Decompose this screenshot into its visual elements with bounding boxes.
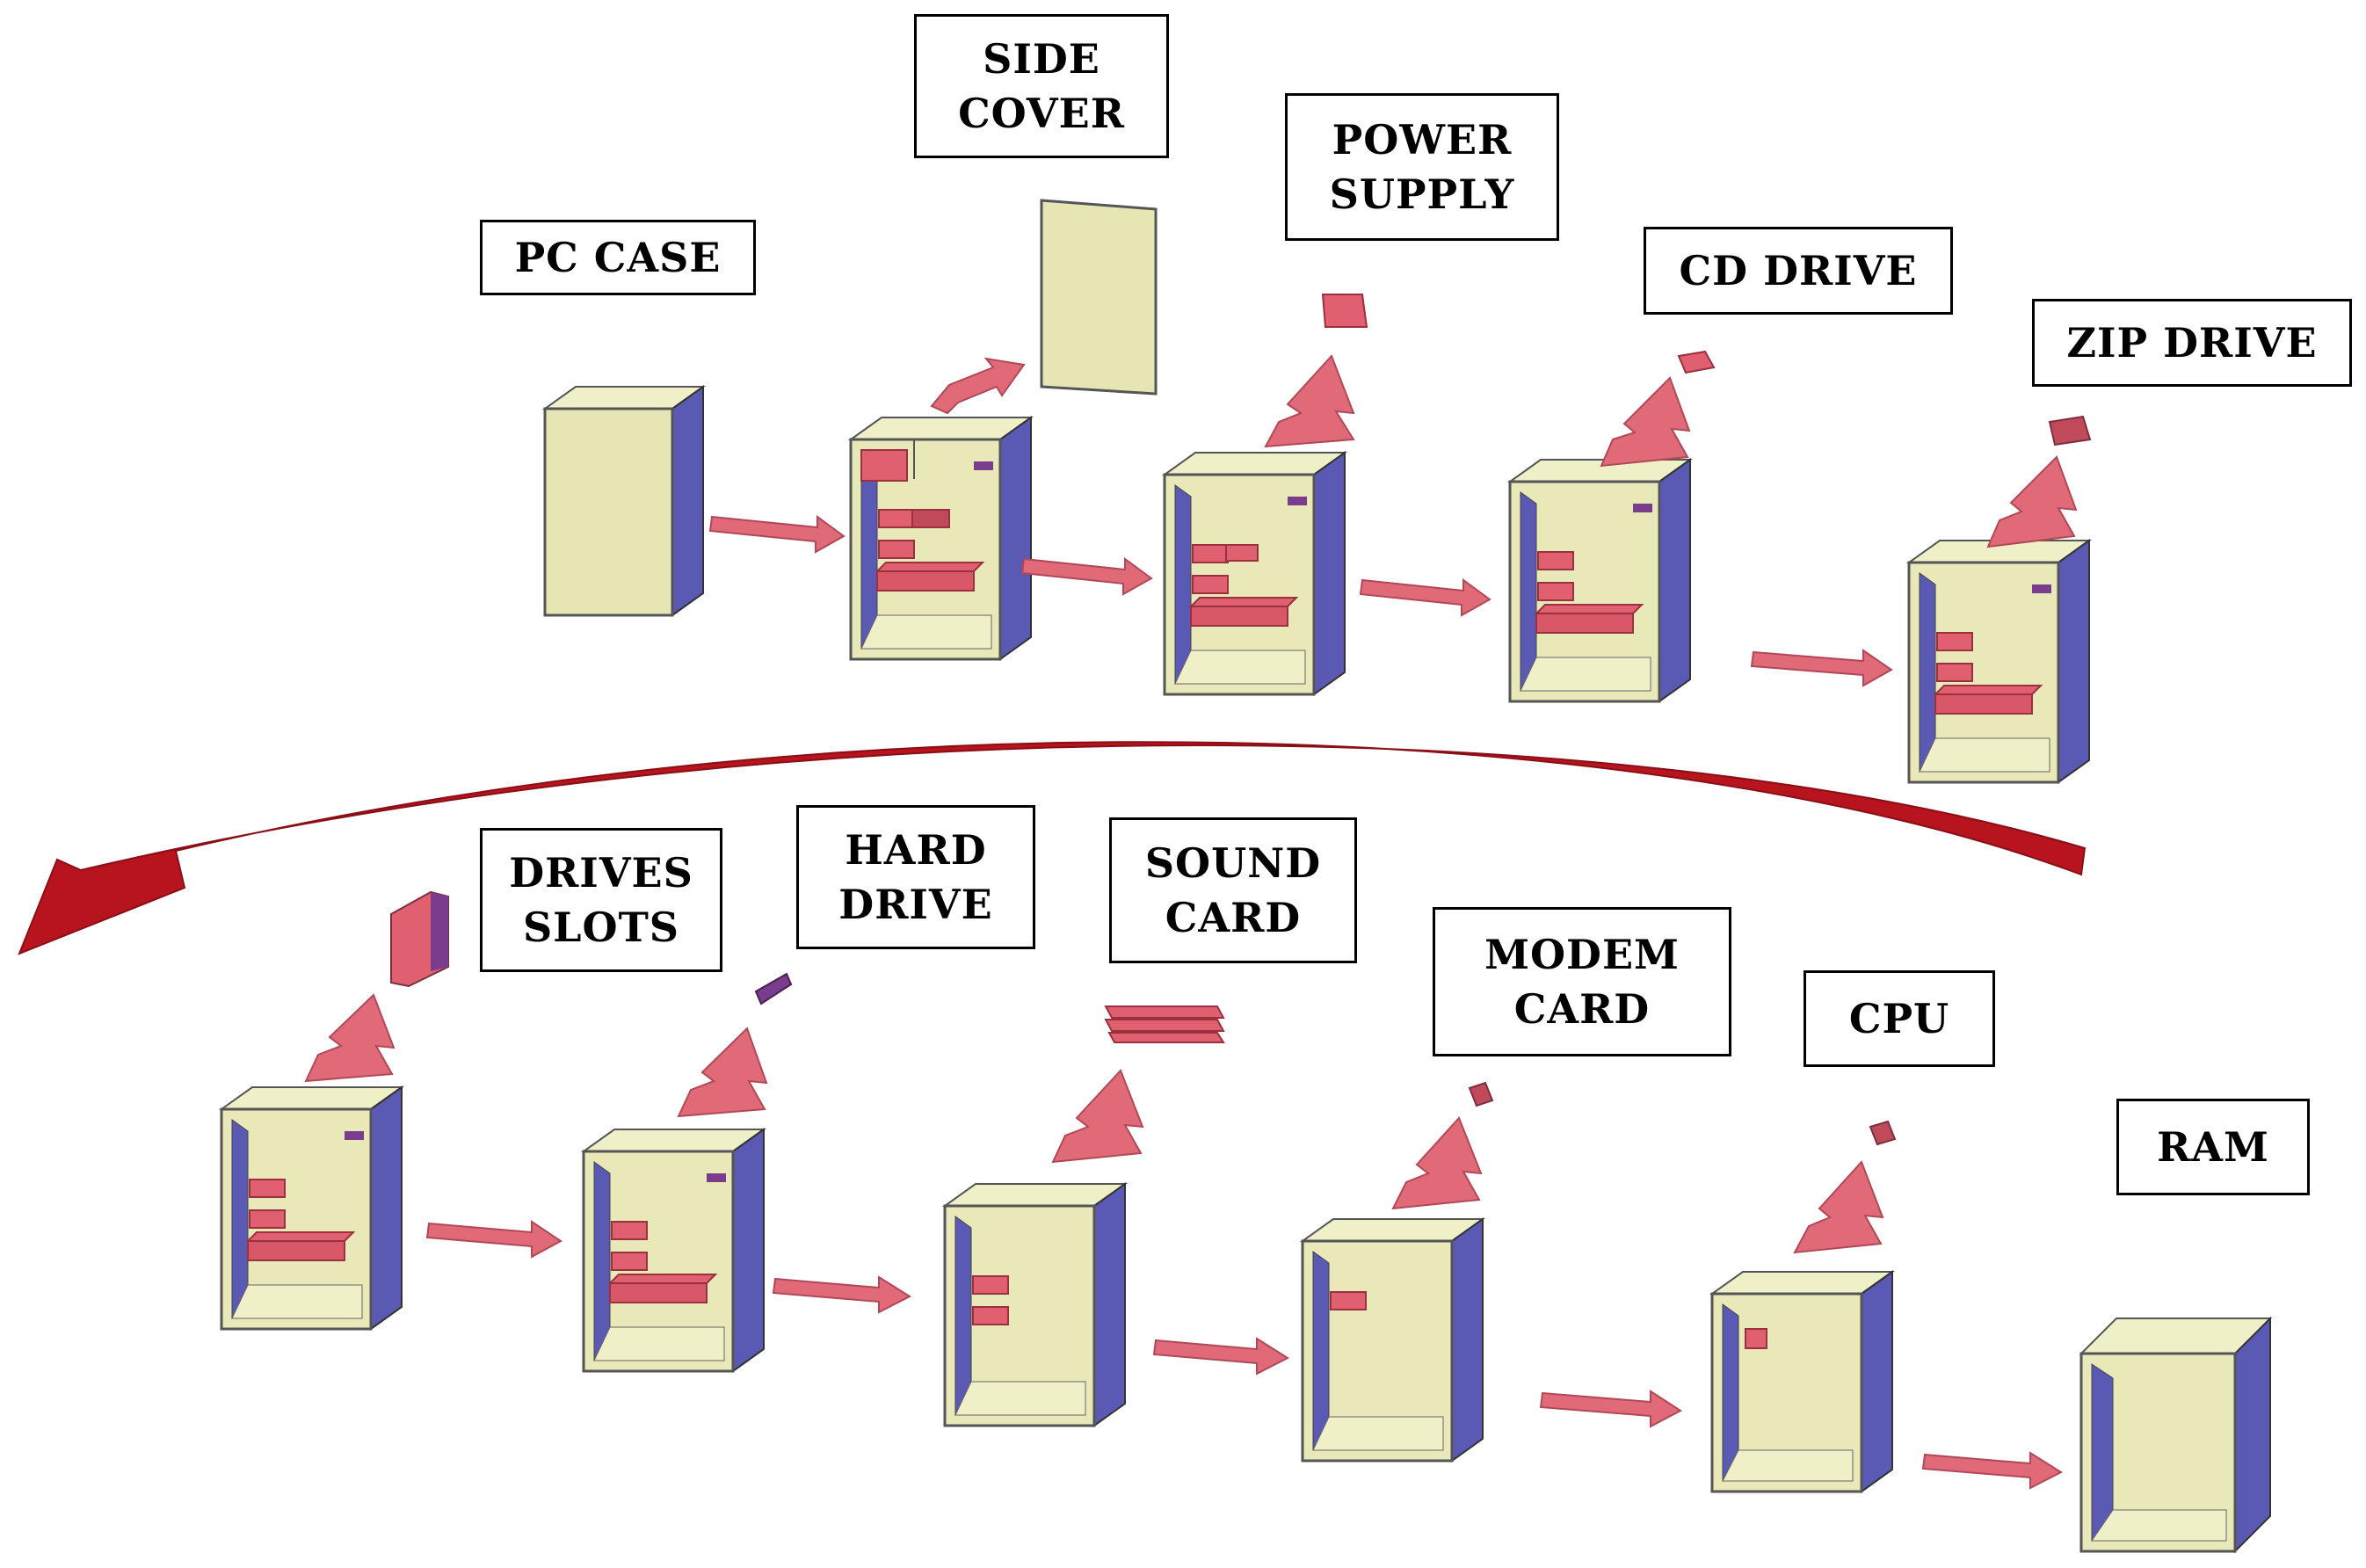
label-modem-card: MODEM CARD: [1433, 907, 1731, 1056]
label-sound-card: SOUND CARD: [1109, 817, 1357, 963]
flow-arrow: [1750, 649, 1893, 687]
pc-case-open-step-6: [582, 1128, 766, 1373]
pc-case-open-step-7: [941, 1182, 1129, 1427]
pc-case-open-step-4: [1907, 539, 2091, 784]
flow-arrow: [1020, 557, 1153, 596]
modem-card-part: [1468, 1081, 1494, 1107]
cd-drive-part: [1677, 350, 1716, 374]
pc-case-open-step-2: [1163, 451, 1346, 696]
zip-drive-part: [2048, 415, 2092, 446]
pc-case-open-step-5: [220, 1085, 403, 1331]
up-arrow: [304, 993, 396, 1083]
up-arrow: [1264, 354, 1355, 448]
label-side-cover: SIDE COVER: [914, 14, 1169, 158]
up-arrow: [1793, 1160, 1884, 1254]
hard-drive-part: [754, 972, 793, 1005]
power-supply-part: [1321, 294, 1368, 328]
flow-arrow: [1921, 1451, 2064, 1490]
up-arrow: [1391, 1116, 1483, 1210]
label-zip-drive: ZIP DRIVE: [2032, 299, 2352, 387]
flow-arrow: [1539, 1390, 1682, 1428]
flow-arrow: [708, 515, 846, 554]
row-transition-arrow: [18, 741, 2087, 955]
cpu-part: [1869, 1120, 1897, 1146]
sound-card-part: [1104, 1005, 1225, 1043]
up-arrow: [1600, 376, 1691, 468]
flow-arrow: [1359, 578, 1491, 617]
flow-arrow: [772, 1275, 912, 1314]
flow-arrow: [425, 1220, 562, 1259]
up-arrow: [1986, 455, 2078, 548]
label-power-supply: POWER SUPPLY: [1285, 93, 1559, 241]
label-pc-case: PC CASE: [480, 220, 756, 295]
label-ram: RAM: [2116, 1099, 2310, 1195]
pc-case-open-step-9: [1709, 1270, 1896, 1493]
drives-slots-part: [390, 890, 449, 988]
pc-case-open-step-3: [1508, 458, 1692, 703]
label-drives-slots: DRIVES SLOTS: [480, 828, 722, 972]
up-arrow: [677, 1027, 768, 1118]
pc-case-empty: [2079, 1316, 2273, 1554]
pc-case-open-step-1: [849, 416, 1033, 661]
label-hard-drive: HARD DRIVE: [796, 805, 1035, 949]
pc-case-open-step-8: [1299, 1217, 1486, 1463]
up-arrow: [930, 357, 1026, 415]
up-arrow: [1051, 1069, 1144, 1164]
pc-case-closed: [541, 385, 707, 617]
label-cd-drive: CD DRIVE: [1644, 227, 1953, 315]
label-cpu: CPU: [1804, 970, 1995, 1067]
side-cover-part: [1040, 199, 1158, 396]
flow-arrow: [1152, 1337, 1290, 1376]
